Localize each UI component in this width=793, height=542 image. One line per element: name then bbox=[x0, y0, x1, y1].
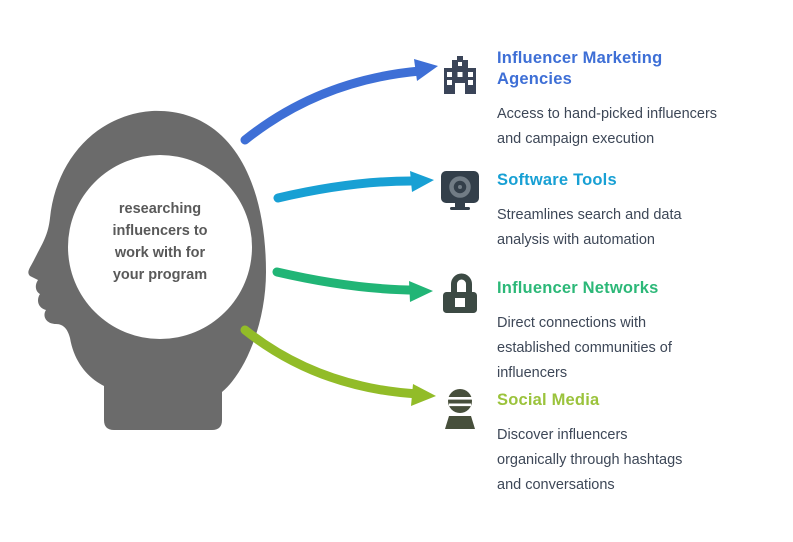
item-description: Direct connections with established comm… bbox=[497, 315, 672, 381]
item-title: Influencer Marketing Agencies bbox=[497, 49, 663, 88]
item-description: Discover influencers organically through… bbox=[497, 427, 683, 493]
brain-circle bbox=[68, 155, 252, 339]
item-description: Access to hand-picked influencers and ca… bbox=[497, 106, 718, 147]
item-social-media: Social Media Discover influencers organi… bbox=[497, 390, 767, 498]
head-silhouette bbox=[28, 110, 267, 430]
monitor-gear-icon bbox=[436, 166, 484, 214]
item-influencer-networks: Influencer Networks Direct connections w… bbox=[497, 278, 767, 386]
item-title: Social Media bbox=[497, 391, 600, 409]
head-label-line: work with for bbox=[114, 245, 206, 261]
globe-icon bbox=[436, 386, 484, 434]
building-icon bbox=[436, 50, 484, 98]
arrow-to-social-media bbox=[240, 325, 436, 406]
arrow-to-software-tools bbox=[273, 171, 434, 203]
head-label-line: influencers to bbox=[112, 223, 208, 239]
arrow-to-networks bbox=[272, 267, 433, 302]
head-label: researching influencers to work with for… bbox=[68, 198, 252, 286]
item-influencer-marketing-agencies: Influencer Marketing Agencies Access to … bbox=[497, 48, 767, 152]
head-label-line: your program bbox=[112, 267, 208, 283]
item-description: Streamlines search and data analysis wit… bbox=[497, 207, 682, 248]
item-software-tools: Software Tools Streamlines search and da… bbox=[497, 170, 767, 253]
lock-network-icon bbox=[436, 271, 484, 319]
item-title: Influencer Networks bbox=[497, 279, 659, 297]
item-title: Software Tools bbox=[497, 171, 617, 189]
head-label-line: researching bbox=[118, 201, 202, 217]
arrow-to-agencies bbox=[240, 59, 438, 145]
